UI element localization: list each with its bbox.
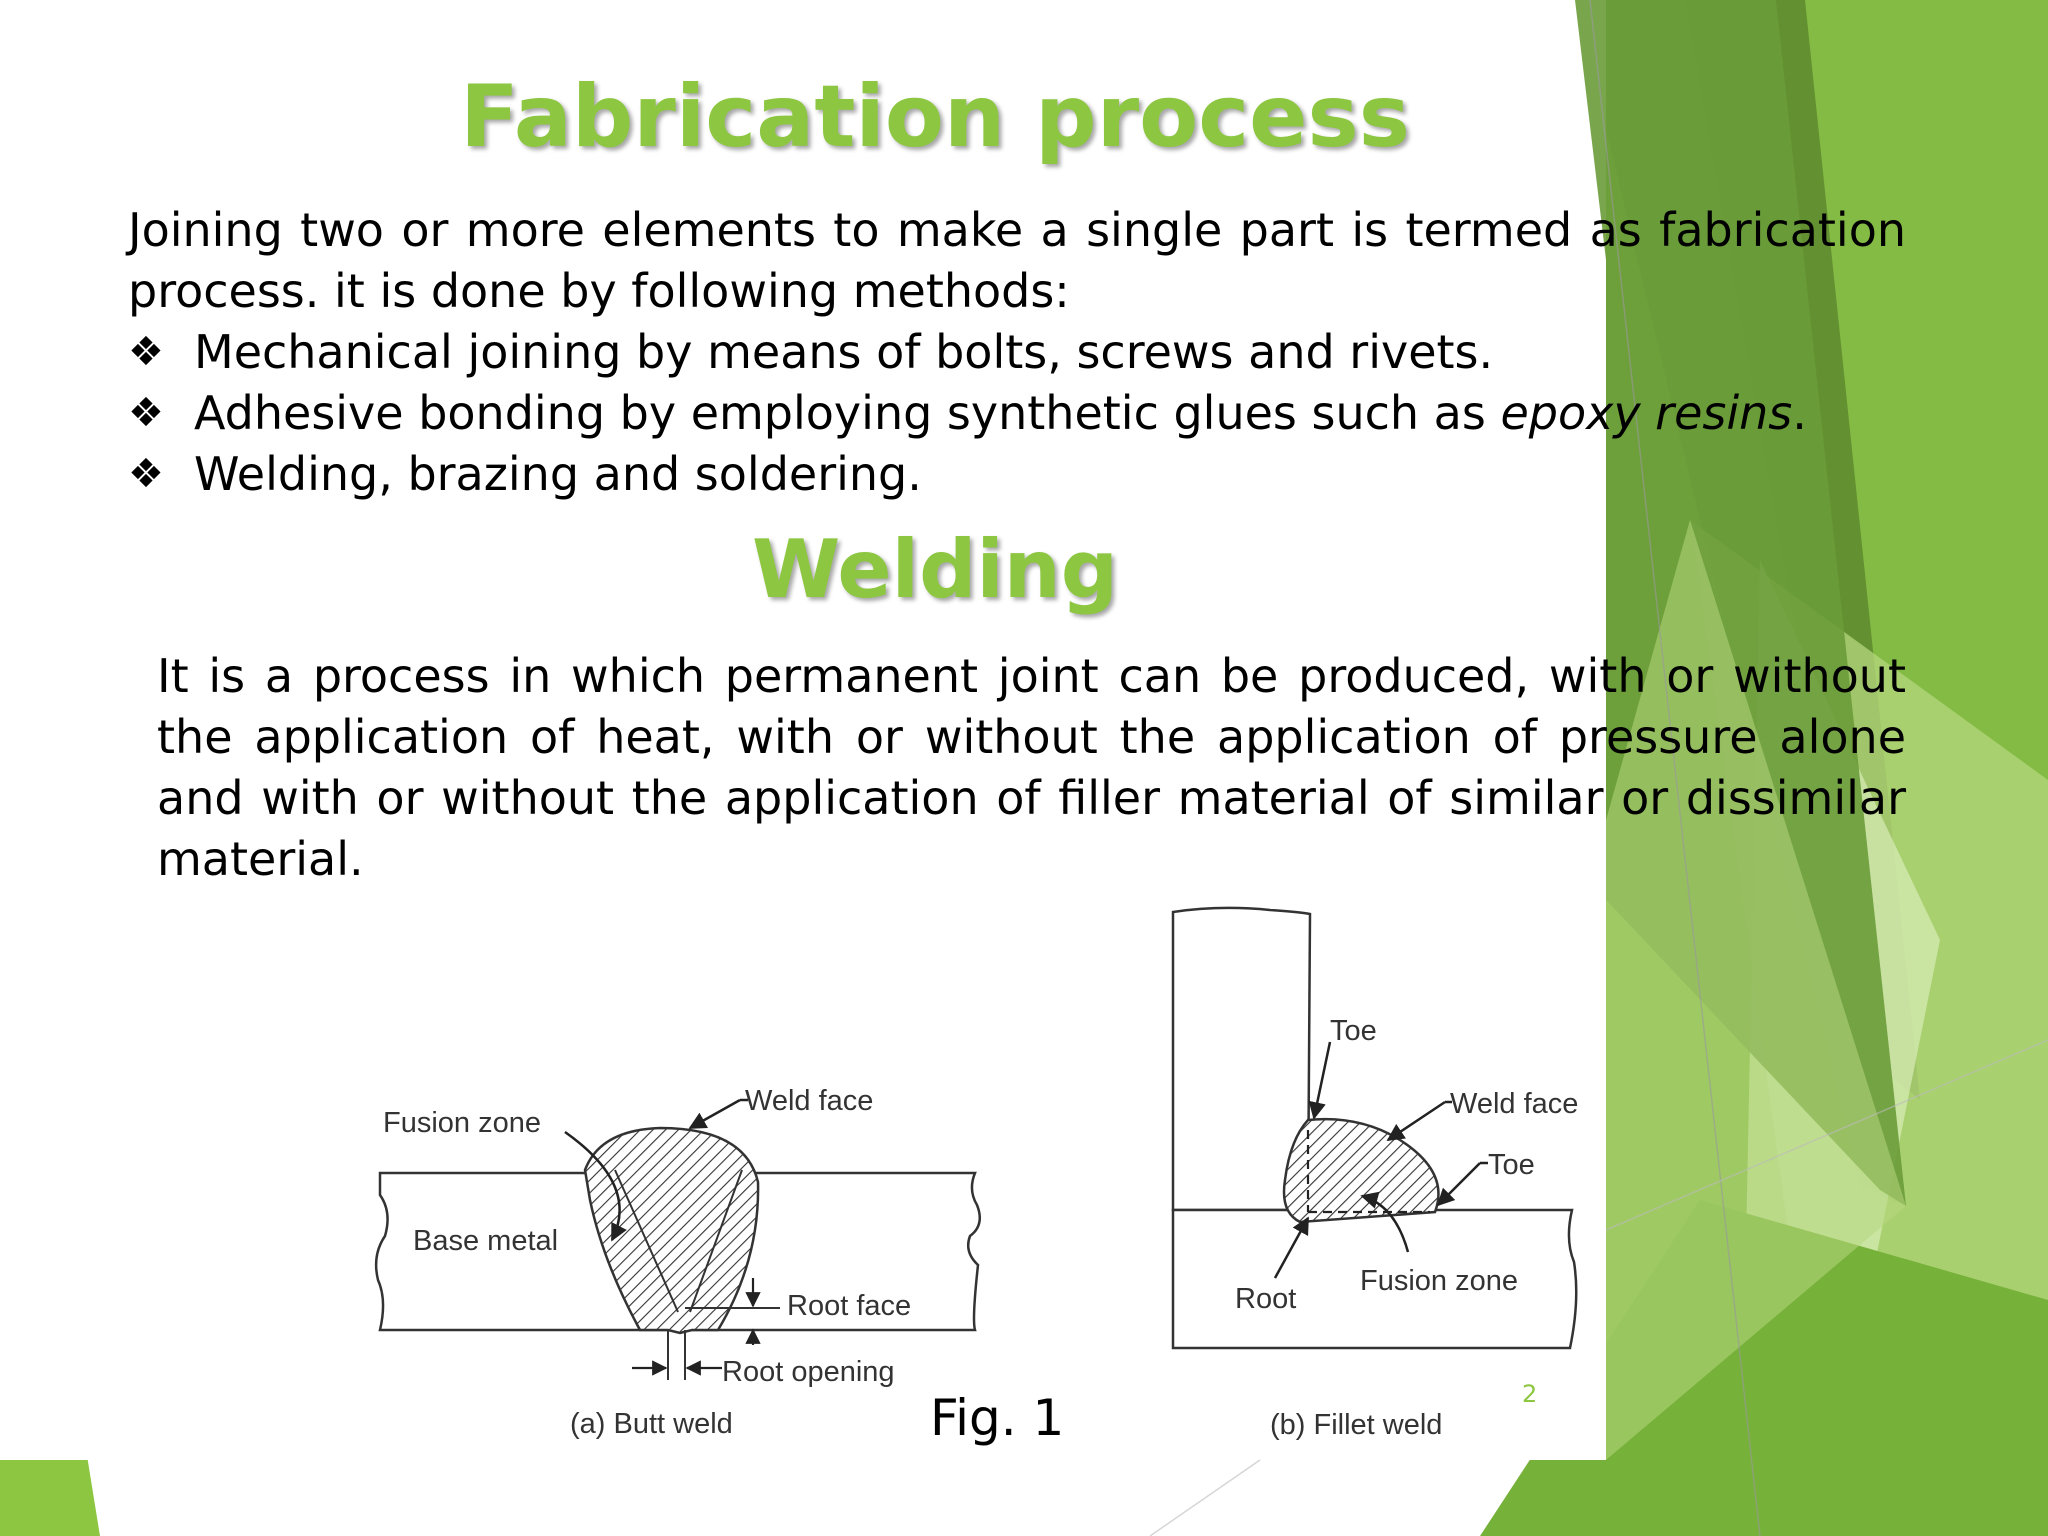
fusion-boundary — [689, 1169, 743, 1313]
panel-overlap-light — [1606, 520, 1906, 1460]
diamond-bullet-icon: ❖ — [128, 451, 164, 497]
method-emphasis: epoxy resins — [1500, 386, 1793, 440]
label-root-face: Root face — [787, 1290, 911, 1322]
method-text-after: . — [1792, 386, 1807, 440]
toe-side-arrow — [1436, 1162, 1481, 1207]
label-fusion-zone: Fusion zone — [1360, 1265, 1518, 1297]
vertical-plate — [1171, 906, 1312, 1212]
fusion-boundary — [614, 1169, 679, 1313]
list-item: ❖ Welding, brazing and soldering. — [128, 444, 1906, 505]
weld-face-arrow — [688, 1098, 741, 1130]
bottom-right-band — [1480, 1200, 2048, 1536]
method-text: Mechanical joining by means of bolts, sc… — [194, 325, 1494, 379]
label-toe-top: Toe — [1330, 1015, 1377, 1047]
diamond-bullet-icon: ❖ — [128, 390, 164, 436]
decorative-line-3 — [1149, 1459, 1261, 1536]
fillet-weld-bead — [1282, 1117, 1440, 1224]
label-weld-face: Weld face — [745, 1085, 873, 1117]
page-number: 2 — [1522, 1380, 1538, 1408]
caption-fillet-weld: (b) Fillet weld — [1270, 1409, 1442, 1441]
label-weld-face: Weld face — [1450, 1088, 1578, 1120]
label-root: Root — [1235, 1283, 1296, 1315]
diamond-bullet-icon: ❖ — [128, 329, 164, 375]
root-arrow — [1273, 1216, 1310, 1279]
welding-heading: Welding — [752, 523, 1118, 616]
list-item: ❖ Adhesive bonding by employing syntheti… — [128, 383, 1906, 444]
methods-list: ❖ Mechanical joining by means of bolts, … — [128, 322, 1906, 505]
slide-title: Fabrication process — [460, 67, 1410, 167]
caption-butt-weld: (a) Butt weld — [570, 1408, 733, 1440]
intro-paragraph: Joining two or more elements to make a s… — [128, 203, 1906, 318]
figure-label: Fig. 1 — [930, 1389, 1065, 1447]
method-text: Adhesive bonding by employing synthetic … — [194, 383, 1807, 444]
decorative-line-1 — [1589, 0, 1761, 1536]
weld-face-arrow — [1386, 1100, 1446, 1142]
label-toe-side: Toe — [1488, 1149, 1535, 1181]
fusion-zone-arrow — [1360, 1191, 1410, 1253]
butt-weld-bead — [583, 1126, 760, 1335]
label-root-opening: Root opening — [722, 1356, 895, 1388]
label-fusion-zone: Fusion zone — [383, 1107, 541, 1139]
horizontal-plate — [1171, 1208, 1578, 1350]
butt-weld-diagram: Fusion zone Weld face Base metal Root fa… — [374, 1085, 982, 1440]
method-text-before: Adhesive bonding by employing synthetic … — [194, 386, 1501, 440]
method-text: Welding, brazing and soldering. — [194, 447, 922, 501]
decorative-line-2 — [1605, 1039, 2048, 1231]
fusion-zone-arrow — [564, 1130, 627, 1242]
list-item: ❖ Mechanical joining by means of bolts, … — [128, 322, 1906, 383]
label-base-metal: Base metal — [413, 1225, 558, 1257]
welding-definition: It is a process in which permanent joint… — [157, 649, 1906, 886]
fillet-weld-diagram: Toe Weld face Toe Root Fusion zone (b) F… — [1171, 906, 1578, 1441]
toe-top-arrow — [1308, 1041, 1332, 1120]
